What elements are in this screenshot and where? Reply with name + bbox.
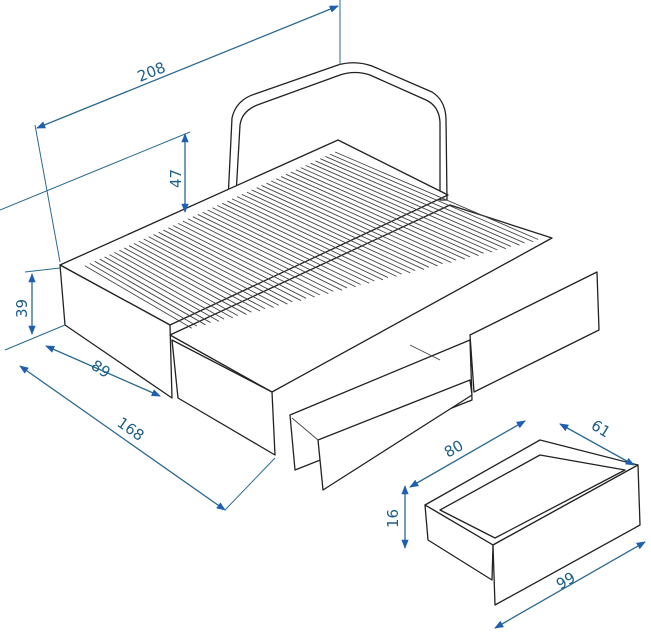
slat: [182, 220, 329, 295]
slat: [290, 171, 479, 256]
slat: [300, 167, 493, 253]
slat: [94, 260, 206, 326]
dim-drawer-front-label: 99: [553, 568, 579, 593]
slat: [246, 191, 416, 272]
slat: [99, 258, 211, 323]
slat: [236, 196, 402, 275]
slat: [305, 164, 498, 251]
slat: [168, 227, 307, 299]
slat: [202, 211, 356, 288]
slat: [114, 251, 234, 319]
slat: [143, 238, 274, 308]
slat: [104, 256, 220, 322]
slat: [285, 173, 471, 258]
dim-length-label: 208: [135, 58, 168, 85]
slat: [89, 263, 198, 327]
slat: [231, 198, 397, 277]
slat: [172, 225, 315, 298]
slat: [329, 153, 534, 243]
slats: [84, 151, 539, 329]
slat: [192, 216, 343, 291]
slat: [256, 187, 430, 268]
slat: [84, 265, 193, 329]
slat: [197, 214, 348, 289]
dim-extended-width-label: 168: [114, 414, 148, 445]
slat: [325, 156, 525, 244]
slat: [280, 176, 466, 260]
drawer-box-side: [424, 504, 494, 581]
slat: [271, 180, 452, 263]
slat: [217, 205, 375, 282]
slat: [177, 222, 320, 296]
slat: [261, 185, 438, 267]
drawer-right-front: [469, 271, 600, 393]
dim-headboard-height-label: 47: [167, 169, 185, 188]
slat: [315, 160, 512, 247]
dim-frame-height-label: 39: [13, 299, 31, 318]
dim-drawer-depth-label: 61: [588, 416, 614, 441]
slat: [158, 231, 293, 303]
slat: [119, 249, 239, 317]
slat: [207, 209, 361, 285]
slat: [133, 243, 261, 312]
dim-drawer-height-label: 16: [384, 509, 402, 528]
slat: [295, 169, 484, 254]
slat: [163, 229, 302, 301]
slat: [123, 247, 247, 315]
slat: [320, 158, 520, 246]
slat: [212, 207, 370, 284]
drawer-left-panel: [317, 379, 473, 491]
slat: [227, 200, 389, 278]
slat: [109, 254, 225, 320]
slat: [128, 245, 252, 313]
slat: [276, 178, 457, 261]
slat: [222, 202, 384, 281]
slat: [251, 189, 425, 270]
slat: [334, 151, 539, 240]
slat: [187, 218, 334, 292]
dim-width-label: 89: [88, 356, 114, 381]
slat: [310, 162, 507, 250]
slat: [148, 236, 279, 306]
slat: [153, 234, 288, 305]
slat: [138, 240, 266, 310]
dim-drawer-width-label: 80: [441, 436, 467, 461]
slat: [241, 193, 411, 274]
slat: [266, 182, 443, 265]
